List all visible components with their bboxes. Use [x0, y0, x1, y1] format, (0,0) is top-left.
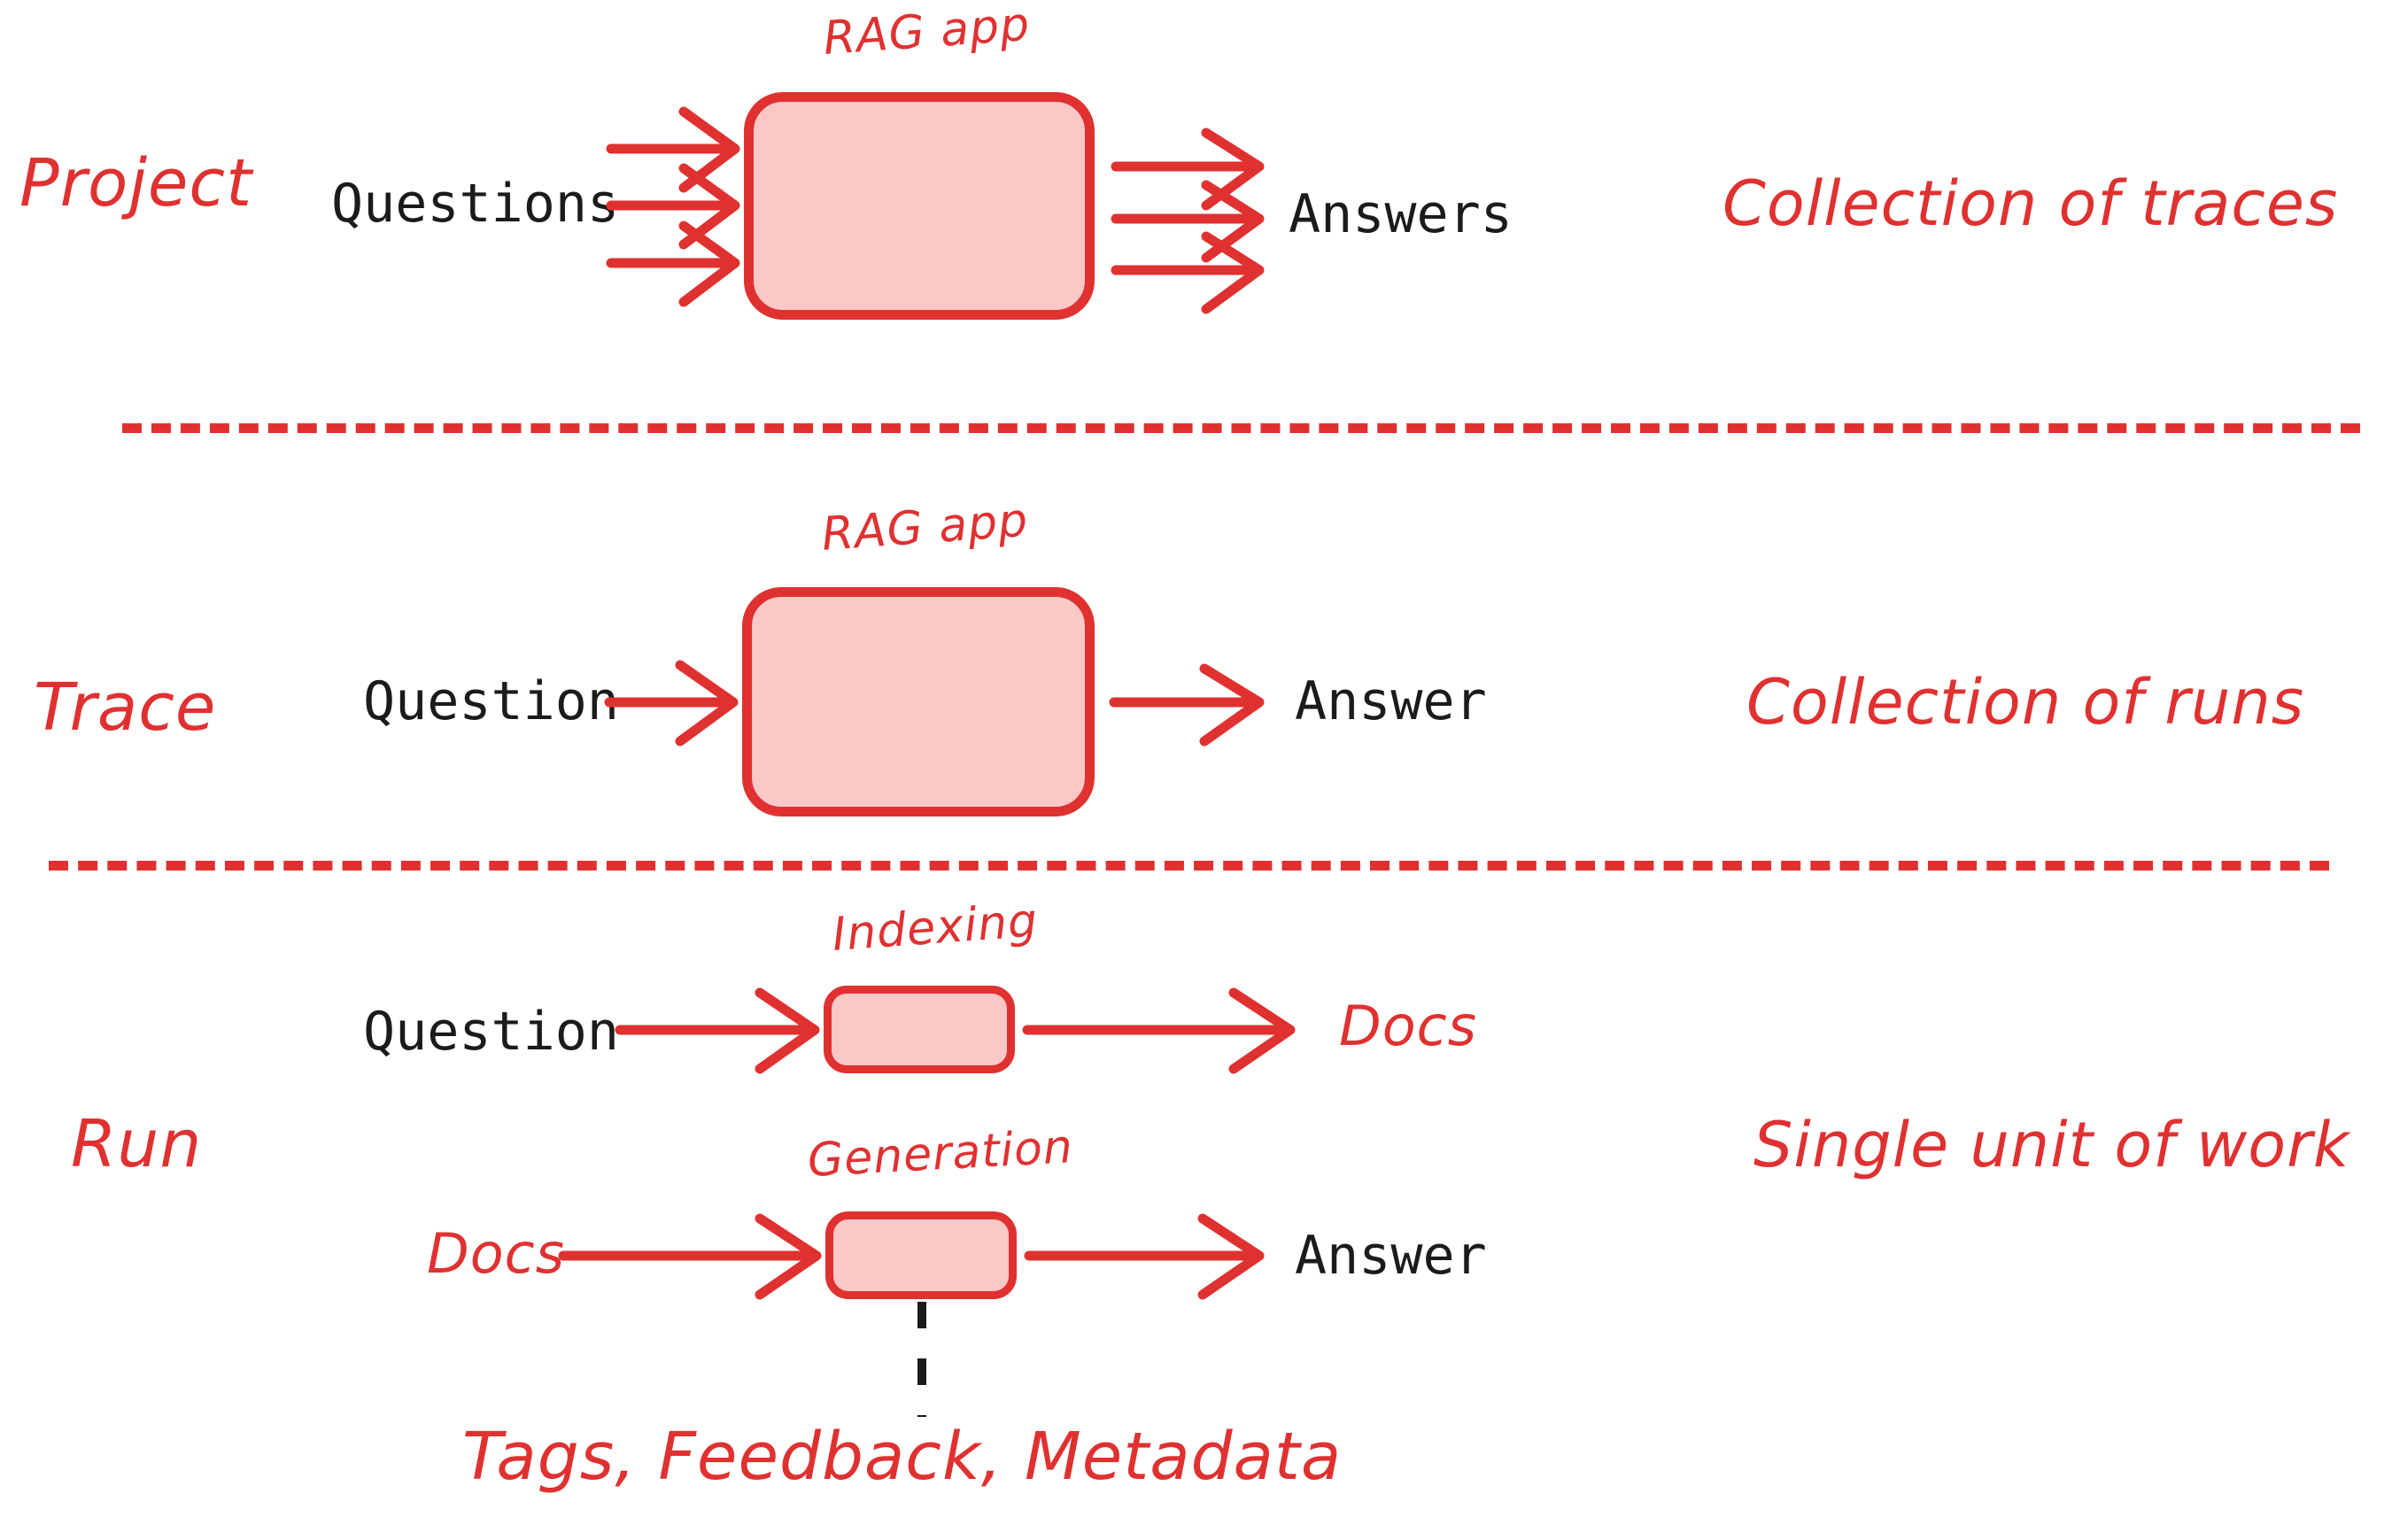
row-description-project: Collection of traces — [1722, 167, 2339, 240]
arrow-rag-app-to-answers-1 — [1111, 128, 1265, 211]
arrow-docs-to-generation — [558, 1213, 822, 1300]
output-label-answer-trace: Answer — [1295, 670, 1487, 732]
section-divider-2 — [49, 861, 2329, 871]
arrow-rag-app-to-answers-3 — [1111, 231, 1265, 314]
arrow-rag-app-to-answer-trace — [1109, 663, 1265, 747]
arrow-rag-app-to-answers-2 — [1111, 180, 1265, 263]
section-divider-1 — [122, 423, 2360, 433]
output-label-docs-indexing: Docs — [1339, 994, 1478, 1058]
row-description-run: Single unit of work — [1753, 1109, 2350, 1181]
row-label-run: Run — [71, 1106, 203, 1182]
node-label-rag-app-project: RAG app — [821, 0, 1032, 66]
input-label-question-trace: Question — [363, 670, 619, 732]
node-label-generation: Generation — [806, 1120, 1075, 1188]
row-label-trace: Trace — [34, 669, 217, 746]
arrow-questions-to-rag-app-1 — [606, 106, 740, 193]
node-label-indexing: Indexing — [830, 894, 1041, 962]
input-label-docs-generation: Docs — [427, 1221, 566, 1286]
input-label-question-run: Question — [363, 1001, 619, 1063]
node-label-rag-app-trace: RAG app — [819, 493, 1030, 561]
node-rag-app-project — [744, 92, 1095, 320]
row-description-trace: Collection of runs — [1746, 666, 2305, 739]
input-label-questions: Questions — [331, 173, 620, 235]
output-label-answer-generation: Answer — [1295, 1225, 1487, 1287]
node-indexing — [824, 986, 1015, 1073]
arrow-generation-to-answer — [1024, 1213, 1265, 1300]
node-generation — [825, 1211, 1017, 1299]
arrow-questions-to-rag-app-3 — [606, 221, 740, 307]
arrow-indexing-to-docs — [1022, 987, 1296, 1074]
arrow-question-to-indexing — [615, 987, 820, 1074]
arrow-question-to-rag-app-trace — [604, 660, 739, 747]
attachment-label-tags-feedback-metadata: Tags, Feedback, Metadata — [462, 1419, 1343, 1495]
output-label-answers: Answers — [1289, 183, 1513, 245]
arrow-questions-to-rag-app-2 — [606, 163, 740, 250]
node-rag-app-trace — [742, 587, 1095, 816]
row-label-project: Project — [19, 145, 253, 221]
